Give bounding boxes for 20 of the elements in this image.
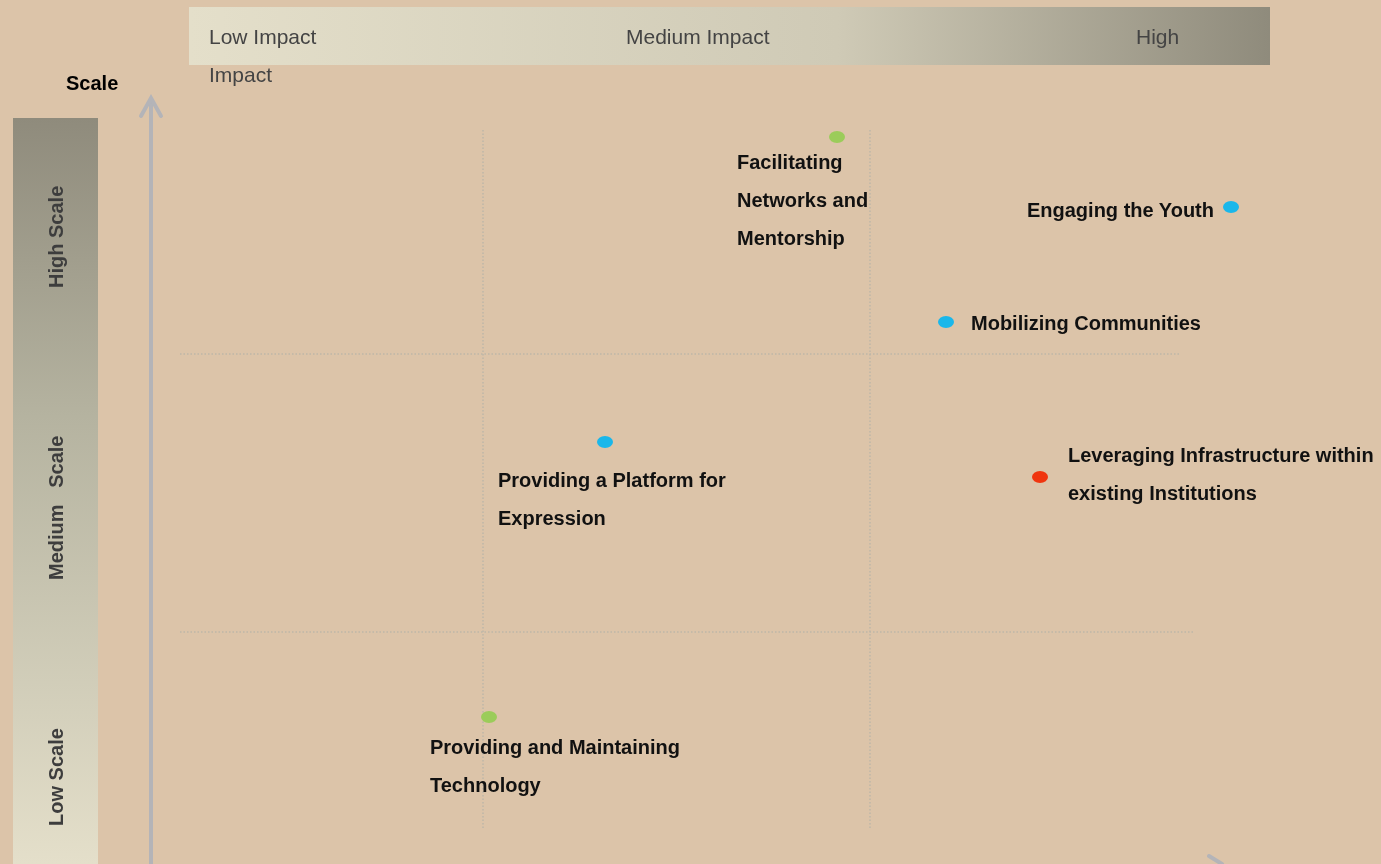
point-label: Leveraging Infrastructure within existing Institutions — [1068, 443, 1375, 506]
data-point — [481, 711, 497, 723]
axis-label: Impact — [209, 63, 273, 87]
point-label: Engaging the Youth — [1025, 198, 1214, 223]
axis-label: High — [1136, 25, 1180, 49]
data-point — [829, 131, 845, 143]
axis-label: Scale — [66, 72, 119, 95]
point-label: Facilitating Networks and Mentorship — [737, 150, 870, 251]
data-point — [938, 316, 954, 328]
axis-label: High Scale — [45, 185, 68, 288]
axis-label: Low Scale — [45, 728, 68, 826]
axis-label: Low Impact — [209, 25, 317, 49]
data-point — [1032, 471, 1048, 483]
data-point — [597, 436, 613, 448]
axis-label: Medium Impact — [626, 25, 770, 49]
point-label: Mobilizing Communities — [971, 311, 1202, 336]
data-point — [1223, 201, 1239, 213]
point-label: Providing a Platform for Expression — [498, 468, 727, 531]
axis-label: Medium Scale — [45, 435, 68, 580]
point-label: Providing and Maintaining Technology — [430, 735, 681, 798]
